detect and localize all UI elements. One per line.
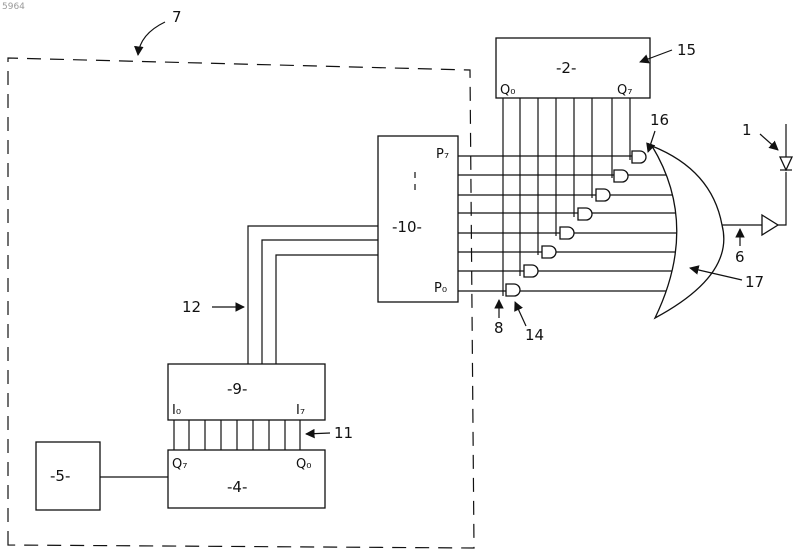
ref-17: 17 <box>745 273 764 291</box>
diode-1 <box>780 157 792 170</box>
block-4-label: -4- <box>227 478 247 496</box>
wire-out <box>778 172 786 225</box>
pin-i0: I₀ <box>172 403 181 418</box>
q-lines <box>503 98 630 296</box>
ref-1-arrow <box>760 134 778 150</box>
ref-14-arrow <box>515 302 526 326</box>
ref-8: 8 <box>494 319 504 337</box>
ref-14: 14 <box>525 326 544 344</box>
pin-p7: P₇ <box>436 147 449 162</box>
ref-6: 6 <box>735 248 745 266</box>
pin-p0: P₀ <box>434 281 447 296</box>
and-gates <box>506 151 646 296</box>
block-10-label: -10- <box>392 218 422 236</box>
ref-7: 7 <box>172 8 182 26</box>
pin-q7-bottom: Q₇ <box>172 457 187 472</box>
buffer-triangle <box>762 215 778 235</box>
pin-q7-top: Q₇ <box>617 83 632 98</box>
or-gate-17 <box>652 146 724 318</box>
block-9-label: -9- <box>227 380 247 398</box>
bus-11 <box>174 420 300 450</box>
ref-15: 15 <box>677 41 696 59</box>
watermark-text: 5964 <box>2 2 25 12</box>
pin-q0-top: Q₀ <box>500 83 515 98</box>
pin-i7: I₇ <box>296 403 305 418</box>
ref-1: 1 <box>742 121 752 139</box>
block-2-label: -2- <box>556 59 576 77</box>
ref-16: 16 <box>650 111 669 129</box>
ref-11-arrow <box>306 433 330 434</box>
ref-11: 11 <box>334 424 353 442</box>
block-5-label: -5- <box>50 467 70 485</box>
pin-q0-bottom: Q₀ <box>296 457 311 472</box>
ref-12: 12 <box>182 298 201 316</box>
ref-7-arrow <box>138 22 165 55</box>
bus-12 <box>248 226 378 364</box>
